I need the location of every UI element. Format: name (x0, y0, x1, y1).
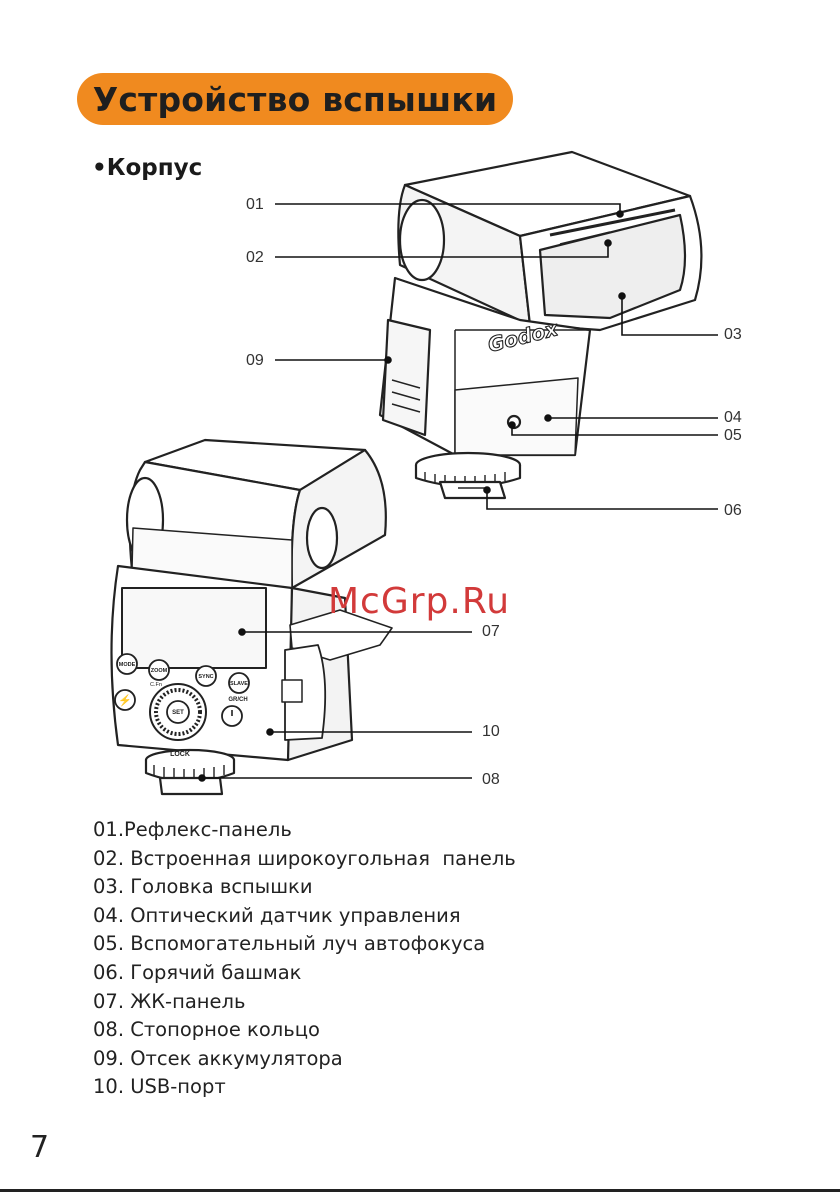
set-button: SET (172, 710, 184, 716)
page-title: Устройство вспышки (92, 79, 498, 119)
zoom-sub-label: C.Fn (150, 682, 162, 688)
list-item: 10. USB-порт (93, 1075, 226, 1099)
list-item: 04. Оптический датчик управления (93, 903, 461, 927)
slave-sub-label: GR/CH (228, 697, 247, 703)
slave-button: SLAVE (230, 681, 248, 687)
leader-02 (275, 243, 609, 258)
list-item: 05. Вспомогательный луч автофокуса (93, 932, 486, 956)
callout-06: 06 (724, 502, 742, 519)
bottom-rule (0, 1189, 840, 1192)
list-item: 02. Встроенная широкоугольная панель (93, 846, 516, 870)
leader-06 (486, 490, 718, 510)
lock-label: LOCK (170, 751, 190, 758)
list-item: 09. Отсек аккумулятора (93, 1046, 343, 1070)
parts-list: 01.Рефлекс-панель 02. Встроенная широкоу… (93, 816, 516, 1102)
callout-10: 10 (482, 723, 500, 740)
leader-03 (621, 296, 718, 336)
callout-03: 03 (724, 326, 742, 343)
callout-08: 08 (482, 771, 500, 788)
page-number: 7 (30, 1130, 50, 1165)
callout-02: 02 (246, 249, 264, 266)
callout-09: 09 (246, 352, 264, 369)
section-heading: •Корпус (92, 155, 203, 181)
title-banner: Устройство вспышки (77, 73, 513, 125)
zoom-button: ZOOM (151, 668, 168, 674)
mode-button: MODE (119, 662, 136, 668)
list-item: 03. Головка вспышки (93, 875, 313, 899)
watermark: McGrp.Ru (328, 581, 511, 622)
list-item: 08. Стопорное кольцо (93, 1018, 320, 1042)
list-item: 06. Горячий башмак (93, 960, 302, 984)
callout-04: 04 (724, 409, 742, 426)
callout-01: 01 (246, 196, 264, 213)
callout-07: 07 (482, 623, 500, 640)
front-flash-unit (110, 438, 393, 796)
flash-icon: ⚡ (118, 694, 132, 707)
list-item: 07. ЖК-панель (93, 989, 246, 1013)
rear-flash-unit (378, 150, 703, 500)
list-item: 01.Рефлекс-панель (93, 818, 292, 841)
sync-button: SYNC (198, 674, 213, 680)
callout-05: 05 (724, 427, 742, 444)
